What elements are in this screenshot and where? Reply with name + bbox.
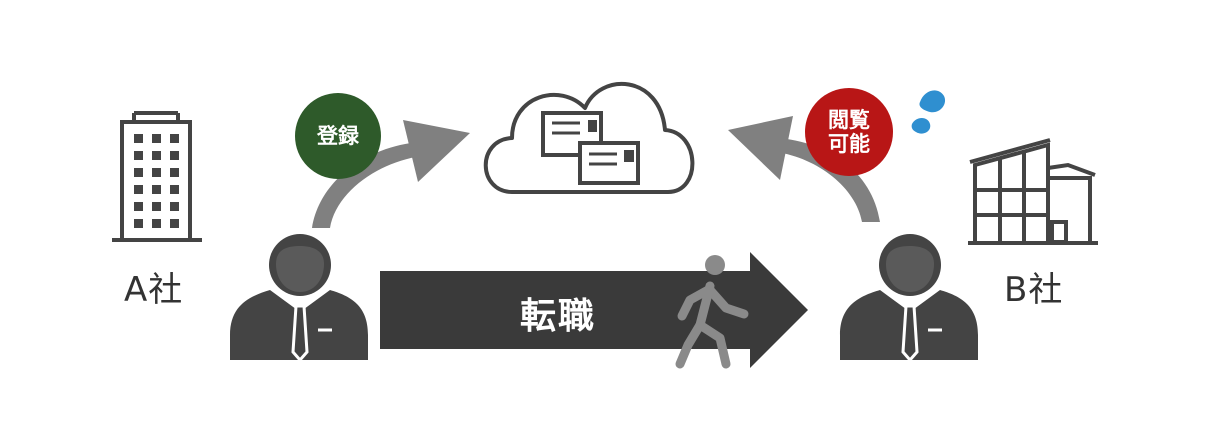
resume-cards-icon xyxy=(541,111,640,185)
register-badge-circle xyxy=(295,93,381,179)
viewable-badge-circle xyxy=(805,88,893,176)
sweat-drops-icon xyxy=(911,90,946,134)
register-badge-label: 登録 xyxy=(317,123,359,148)
viewable-badge: 閲覧 可能 xyxy=(805,88,893,176)
company-a-label: A社 xyxy=(124,270,184,310)
factory-building-icon xyxy=(968,138,1098,245)
register-badge: 登録 xyxy=(295,93,381,179)
transfer-label: 転職 xyxy=(520,296,597,337)
office-building-icon xyxy=(112,111,202,242)
company-b-label: B社 xyxy=(1004,270,1064,310)
viewable-badge-line2: 可能 xyxy=(828,132,870,156)
walking-person-icon xyxy=(675,255,749,369)
viewable-badge-line1: 閲覧 xyxy=(828,107,870,132)
businessman-icon xyxy=(840,234,978,363)
office-windows xyxy=(134,134,179,228)
businessman-icon xyxy=(230,234,368,363)
